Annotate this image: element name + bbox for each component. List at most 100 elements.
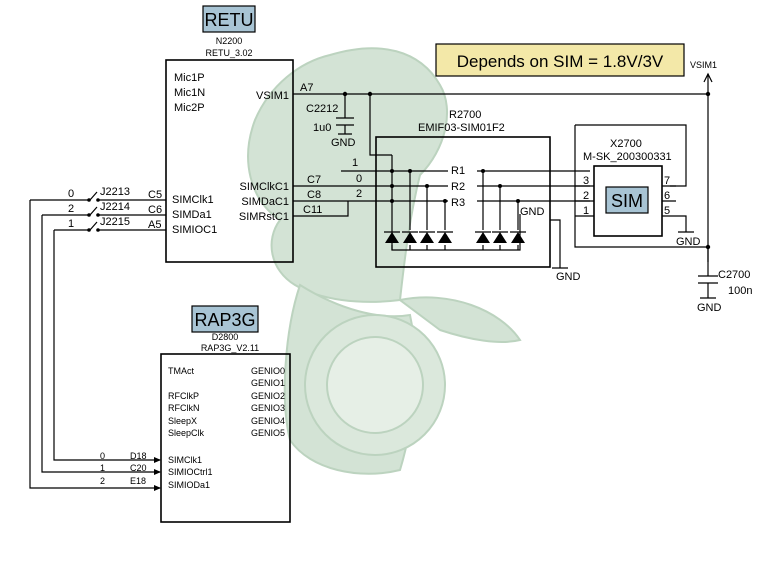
jumper-j2213-wire <box>30 191 166 201</box>
rap3g-num-2: 2 <box>100 476 105 486</box>
x2700-pin-1: 1 <box>583 205 589 217</box>
vsim-rail: VSIM1 <box>293 60 717 262</box>
jumpers: 0 2 1 J2213 J2214 J2215 <box>29 186 166 489</box>
rap3g-pad-e18: E18 <box>130 476 146 486</box>
jumper-ref-j2214: J2214 <box>100 201 130 213</box>
retu-pad-a7: A7 <box>300 82 313 94</box>
rap3g-pad-c20: C20 <box>130 463 147 473</box>
c2700-ref: C2700 <box>718 269 750 281</box>
jumper-j2215-wire <box>54 221 166 231</box>
rap3g-pin-genio5: GENIO5 <box>251 428 285 438</box>
r2700-in-0: 0 <box>356 173 362 185</box>
x2700-pin-7: 7 <box>664 175 670 187</box>
rap3g-num-0: 0 <box>100 451 105 461</box>
sim-connector: X2700 M-SK_200300331 SIM 3 2 1 7 6 5 GND <box>575 138 701 248</box>
x2700-pin-6: 6 <box>664 190 670 202</box>
rap3g-pin-rfclkn: RFClkN <box>168 403 200 413</box>
retu-pad-c8: C8 <box>307 189 321 201</box>
retu-pad-c11: C11 <box>303 204 322 216</box>
capacitor-c2700: C2700 100n GND <box>697 247 752 314</box>
retu-tag-box <box>202 5 256 33</box>
rap3g-pin-genio3: GENIO3 <box>251 403 285 413</box>
r2700-r1: R1 <box>451 165 465 177</box>
c2212-value: 1u0 <box>313 122 331 134</box>
retu-pad-a5: A5 <box>148 219 161 231</box>
r2700-r2: R2 <box>451 181 465 193</box>
retu-pad-c7: C7 <box>307 174 321 186</box>
rap3g-pin-rfclkp: RFClkP <box>168 391 199 401</box>
r2700-ref: R2700 <box>449 109 481 121</box>
capacitor-c2212: C2212 1u0 GND <box>306 94 356 149</box>
jumper-ref-j2215: J2215 <box>100 216 130 228</box>
rap3g-part: RAP3G_V2.11 <box>201 343 259 353</box>
r2700-filter: R2700 EMIF03-SIM01F2 1 0 2 R1 R2 R3 GND … <box>293 109 590 283</box>
x2700-pin-3: 3 <box>583 175 589 187</box>
callout-box <box>435 43 685 77</box>
c2212-gnd: GND <box>331 137 356 149</box>
rap3g-pin-simioda1: SIMIODa1 <box>168 480 210 490</box>
retu-chip: RETU N2200 RETU_3.02 Mic1P Mic1N Mic2P V… <box>148 5 322 263</box>
c2212-ref: C2212 <box>306 103 338 115</box>
retu-pin-vsim1: VSIM1 <box>256 90 289 102</box>
sim-tag: SIM <box>611 191 643 211</box>
retu-pin-simclk1: SIMClk1 <box>172 194 214 206</box>
x2700-ref: X2700 <box>610 138 642 150</box>
vsim-to-sim <box>575 124 687 187</box>
jumper-num-0: 0 <box>68 188 74 200</box>
rap3g-tag: RAP3G <box>194 310 255 330</box>
rap3g-pin-sleepx: SleepX <box>168 416 197 426</box>
x2700-pin-5: 5 <box>664 205 670 217</box>
rap3g-body <box>160 353 291 523</box>
rap3g-num-1: 1 <box>100 463 105 473</box>
rap3g-pin-simioctrl1: SIMIOCtrl1 <box>168 467 213 477</box>
r2700-body <box>375 136 551 268</box>
x2700-part: M-SK_200300331 <box>583 151 672 163</box>
voltage-callout: Depends on SIM = 1.8V/3V <box>435 43 685 77</box>
retu-pad-c5: C5 <box>148 189 162 201</box>
vsim-rail-label: VSIM1 <box>690 60 717 70</box>
x2700-gnd: GND <box>676 236 701 248</box>
retu-pin-mic1n: Mic1N <box>174 87 205 99</box>
retu-part: RETU_3.02 <box>205 48 252 58</box>
retu-pad-c6: C6 <box>148 204 162 216</box>
rap3g-chip: RAP3G D2800 RAP3G_V2.11 TMAct RFClkP RFC… <box>100 305 291 523</box>
sim-link-wire-3 <box>53 230 160 461</box>
x2700-pin-2: 2 <box>583 190 589 202</box>
retu-pin-simrstc1: SIMRstC1 <box>239 211 289 223</box>
retu-pin-simdac1: SIMDaC1 <box>241 196 289 208</box>
rap3g-pin-tmact: TMAct <box>168 366 194 376</box>
r2700-part: EMIF03-SIM01F2 <box>418 122 505 134</box>
r2700-gnd: GND <box>520 206 545 218</box>
r2700-out-gnd: GND <box>556 271 581 283</box>
r2700-r3: R3 <box>451 197 465 209</box>
callout-text: Depends on SIM = 1.8V/3V <box>457 52 664 71</box>
retu-pin-mic2p: Mic2P <box>174 102 205 114</box>
r2700-in-2: 2 <box>356 188 362 200</box>
retu-pin-simda1: SIMDa1 <box>172 209 212 221</box>
c2700-value: 100n <box>728 285 752 297</box>
c2700-gnd: GND <box>697 302 722 314</box>
rap3g-pin-genio0: GENIO0 <box>251 366 285 376</box>
retu-ref: N2200 <box>216 36 243 46</box>
watermark-mascot <box>247 47 522 475</box>
vsim-loop <box>574 125 708 248</box>
rap3g-tag-box <box>191 305 259 333</box>
jumper-num-1: 1 <box>68 218 74 230</box>
sim-tag-box <box>605 186 649 214</box>
sim-link-wire-1 <box>29 200 160 489</box>
rap3g-pin-genio1: GENIO1 <box>251 378 285 388</box>
rap3g-pad-d18: D18 <box>130 451 147 461</box>
retu-pin-mic1p: Mic1P <box>174 72 205 84</box>
rap3g-pin-genio4: GENIO4 <box>251 416 285 426</box>
rap3g-pin-genio2: GENIO2 <box>251 391 285 401</box>
retu-tag: RETU <box>205 10 254 30</box>
vsim-to-r2700 <box>369 94 392 156</box>
rap3g-pin-simclk1: SIMClk1 <box>168 455 202 465</box>
rap3g-pin-sleepclk: SleepClk <box>168 428 205 438</box>
jumper-j2214-wire <box>42 206 166 216</box>
r2700-in-1: 1 <box>352 157 358 169</box>
retu-pin-simclkc1: SIMClkC1 <box>239 181 289 193</box>
retu-pin-simioc1: SIMIOC1 <box>172 224 217 236</box>
